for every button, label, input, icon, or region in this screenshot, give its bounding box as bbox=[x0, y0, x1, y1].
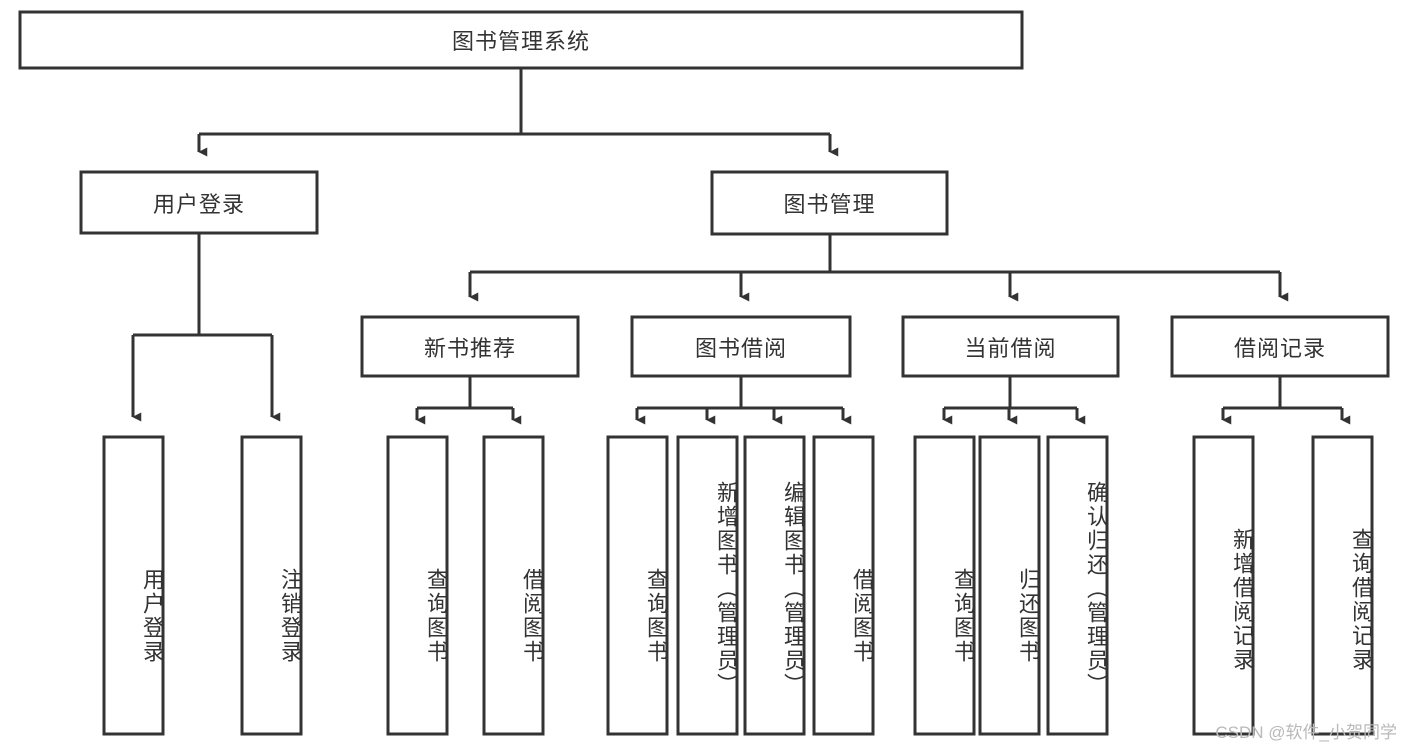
node-borrow-record[interactable] bbox=[1170, 315, 1390, 378]
node-leaf-return-book[interactable] bbox=[978, 435, 1041, 736]
node-leaf-add-book[interactable] bbox=[676, 435, 739, 736]
connector-bookborrow-to-leaves bbox=[635, 376, 852, 425]
connector-bookmanage-to-level3 bbox=[468, 234, 1289, 302]
node-book-borrow[interactable] bbox=[630, 315, 852, 378]
node-leaf-borrow-book-2[interactable] bbox=[812, 435, 875, 736]
node-new-book-rec[interactable] bbox=[360, 315, 580, 378]
node-leaf-query-book-2[interactable] bbox=[606, 435, 669, 736]
node-leaf-add-record[interactable] bbox=[1192, 435, 1255, 736]
connector-userlogin-to-leaves bbox=[131, 233, 281, 422]
node-current-borrow[interactable] bbox=[901, 315, 1120, 378]
node-leaf-confirm-return[interactable] bbox=[1046, 435, 1109, 736]
node-root[interactable] bbox=[18, 10, 1024, 70]
connector-borrowrecord-to-leaves bbox=[1221, 376, 1351, 425]
node-leaf-user-login[interactable] bbox=[102, 435, 165, 736]
node-leaf-edit-book[interactable] bbox=[743, 435, 806, 736]
node-leaf-query-book-3[interactable] bbox=[913, 435, 976, 736]
node-leaf-borrow-book-1[interactable] bbox=[482, 435, 545, 736]
node-book-manage[interactable] bbox=[710, 170, 949, 236]
node-leaf-user-logout[interactable] bbox=[240, 435, 303, 736]
node-leaf-query-book-1[interactable] bbox=[386, 435, 449, 736]
node-leaf-query-record[interactable] bbox=[1311, 435, 1374, 736]
node-user-login[interactable] bbox=[79, 170, 319, 235]
connector-currentborrow-to-leaves bbox=[942, 376, 1086, 425]
connector-root-to-level2 bbox=[197, 69, 839, 157]
connector-newbook-to-leaves bbox=[415, 376, 522, 425]
